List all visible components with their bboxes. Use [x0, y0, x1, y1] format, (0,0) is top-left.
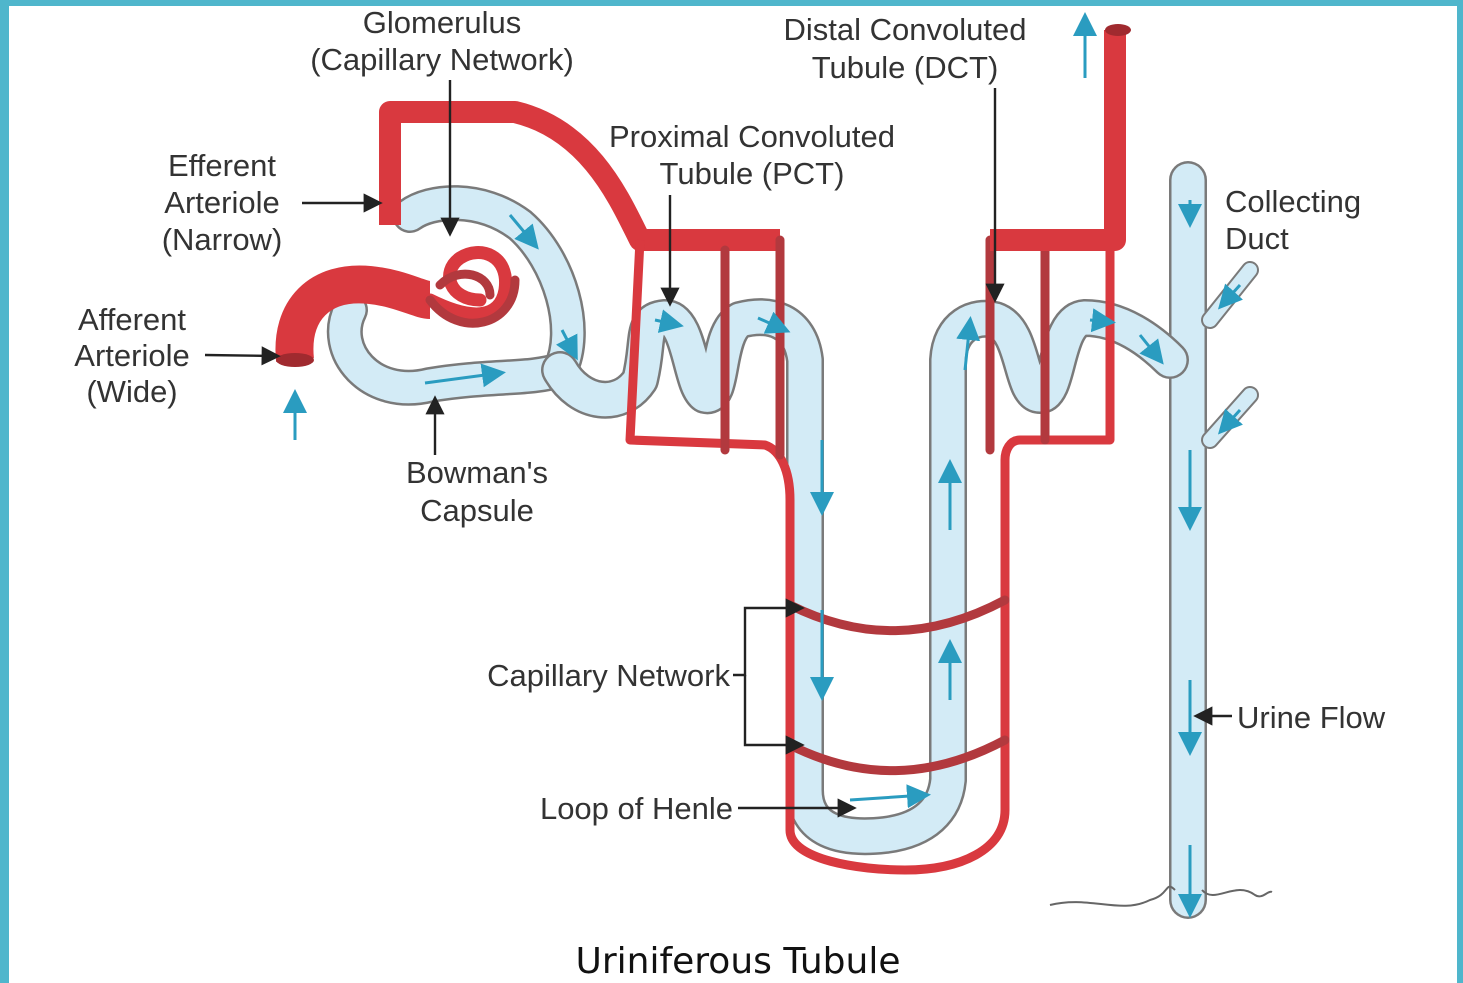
glomerulus-label-1: Glomerulus	[363, 5, 522, 40]
pct-label-2: Tubule (PCT)	[660, 156, 845, 191]
pct-label-1: Proximal Convoluted	[609, 119, 895, 154]
collecting-duct	[1050, 180, 1272, 906]
dct-label-2: Tubule (DCT)	[812, 50, 999, 85]
urine-flow-label: Urine Flow	[1237, 700, 1386, 735]
collecting-label-2: Duct	[1225, 221, 1289, 256]
capillary-network-label: Capillary Network	[487, 658, 730, 693]
loop-of-henle-label: Loop of Henle	[540, 791, 733, 826]
collecting-label-1: Collecting	[1225, 184, 1361, 219]
diagram-caption: Uriniferous Tubule	[575, 941, 900, 982]
bowman-label-2: Capsule	[420, 493, 534, 528]
afferent-label-1: Afferent	[78, 302, 186, 337]
bowman-label-1: Bowman's	[406, 455, 548, 490]
dct-label-1: Distal Convoluted	[784, 12, 1027, 47]
glomerulus-label-2: (Capillary Network)	[310, 42, 574, 77]
efferent-label-1: Efferent	[168, 148, 276, 183]
afferent-label-3: (Wide)	[86, 374, 177, 409]
efferent-label-3: (Narrow)	[162, 222, 283, 257]
afferent-label-2: Arteriole	[74, 338, 189, 373]
efferent-label-2: Arteriole	[164, 185, 279, 220]
